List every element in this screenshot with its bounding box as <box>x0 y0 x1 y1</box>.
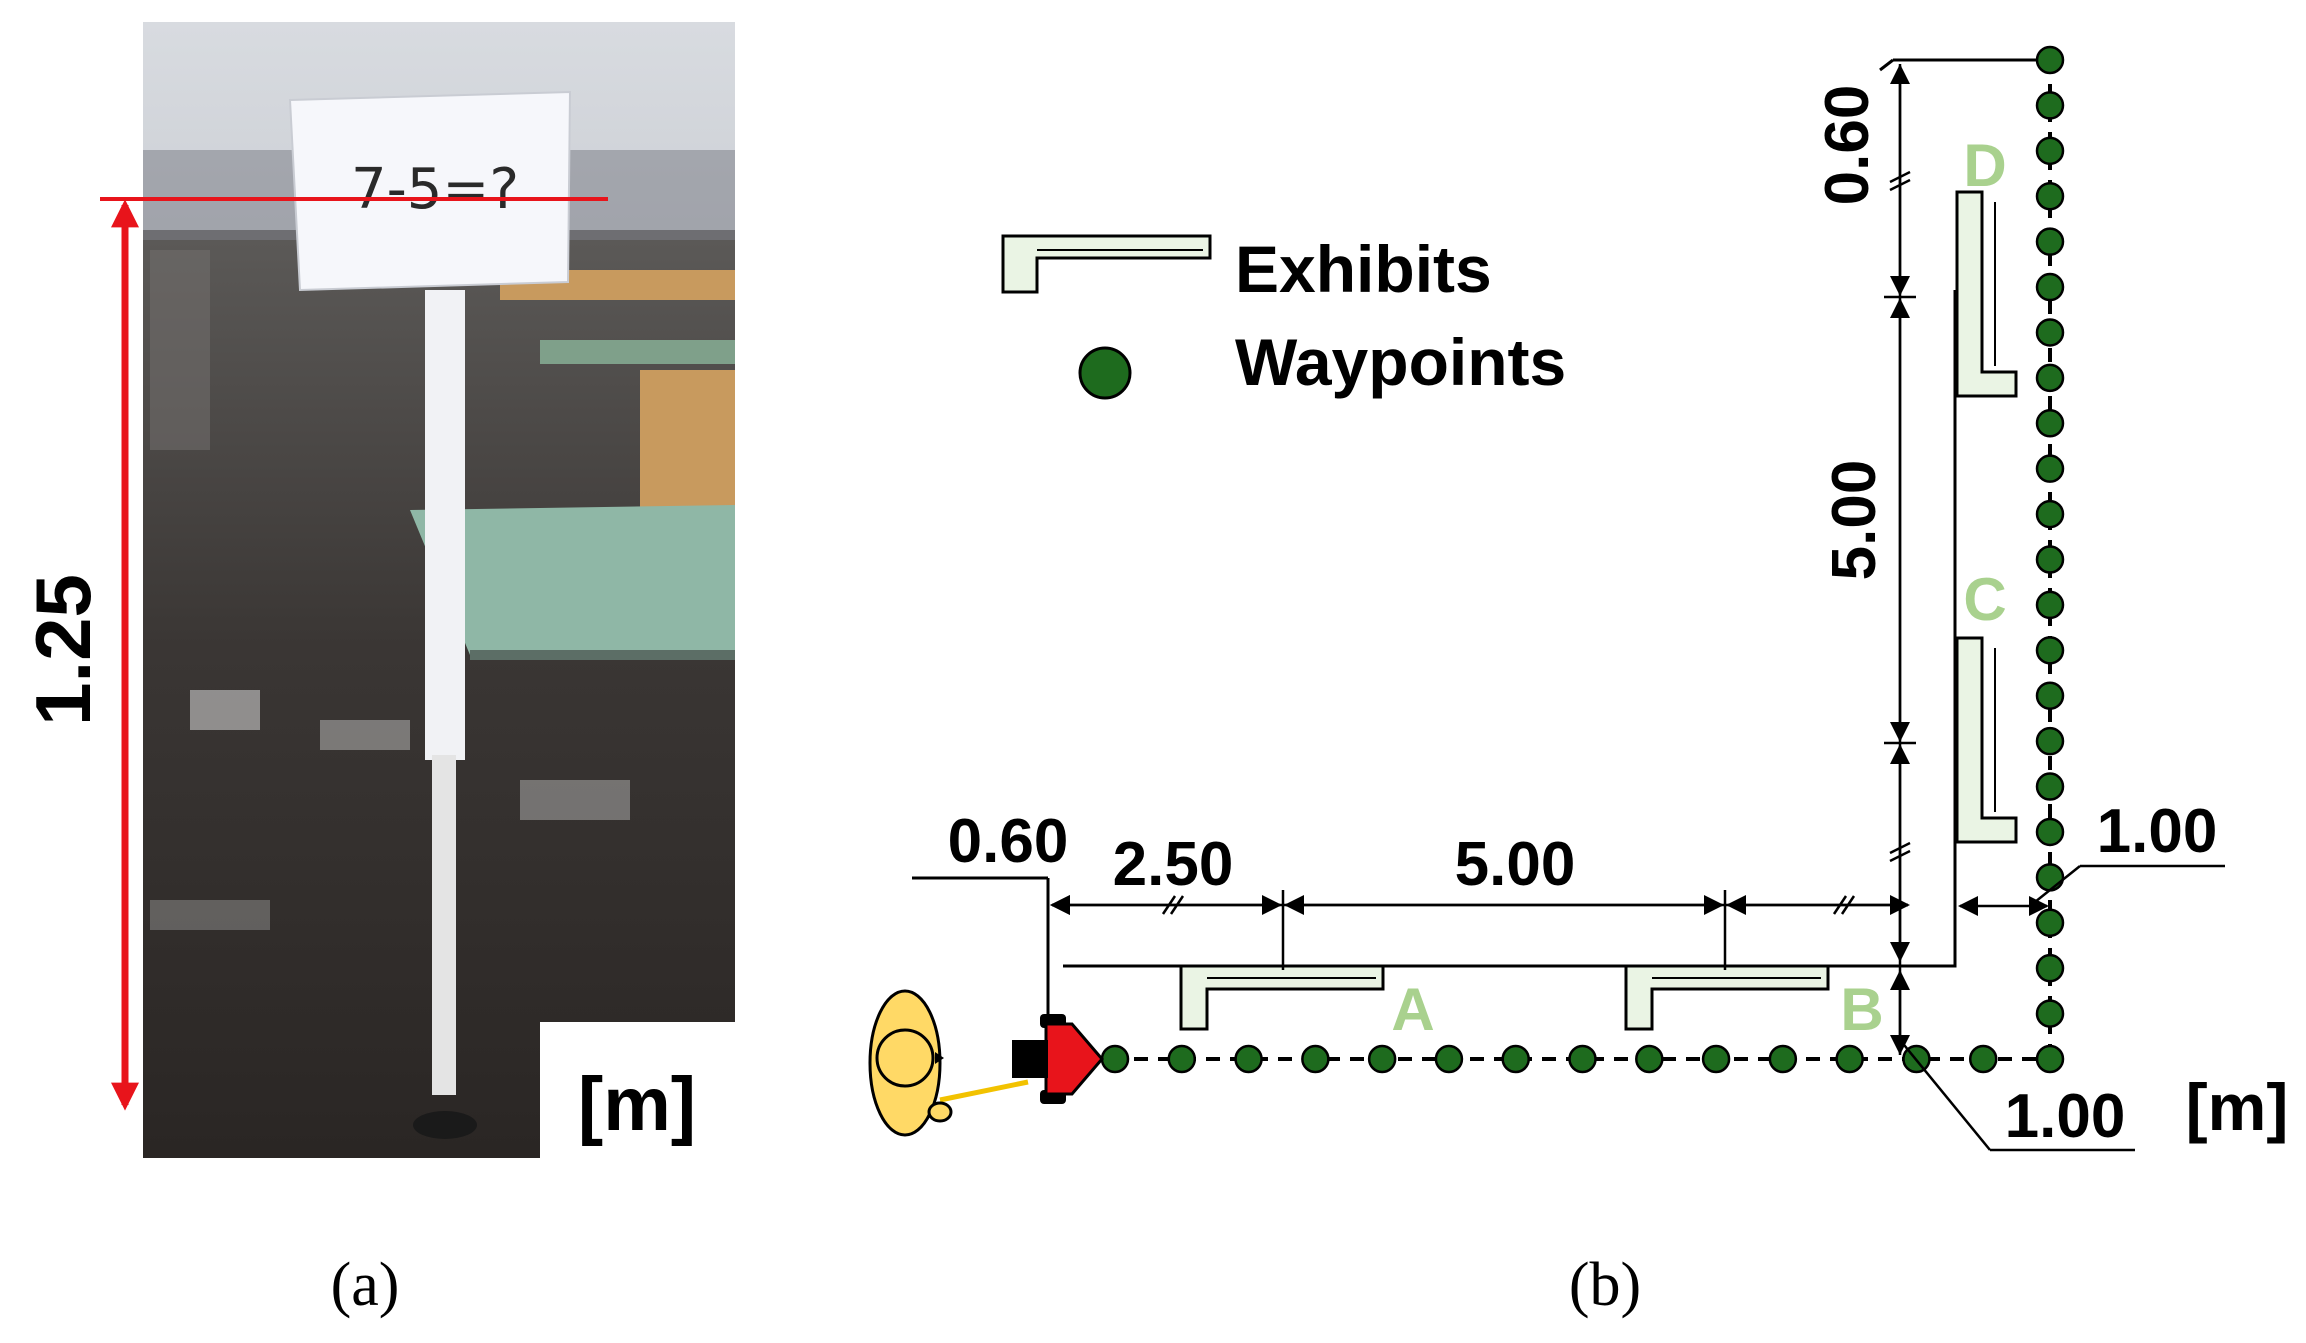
waypoint-right <box>2035 590 2065 620</box>
waypoint-bottom <box>2035 1044 2065 1074</box>
waypoint-right <box>2035 227 2065 256</box>
waypoint-right <box>2035 636 2065 665</box>
waypoint-bottom <box>1501 1044 1530 1074</box>
waypoint-right <box>2035 953 2065 983</box>
waypoint-right <box>2035 318 2065 347</box>
waypoint-bottom <box>1367 1044 1397 1074</box>
dim-side-gap-lines <box>1958 864 2225 916</box>
waypoint-right <box>2035 272 2065 302</box>
unit-box-a <box>540 1022 735 1158</box>
panel-b: Exhibits Waypoints A B C <box>868 45 2289 1319</box>
dim-bottom-gap: 1.00 <box>2005 1082 2126 1151</box>
waypoint-bottom <box>1301 1044 1330 1074</box>
waypoint-bottom <box>1100 1044 1130 1074</box>
waypoint-right <box>2035 545 2065 574</box>
dim-seg-1: 2.50 <box>1113 830 1234 899</box>
legend-waypoint-icon <box>1078 346 1132 400</box>
dim-vertical-seg: 5.00 <box>1820 460 1889 581</box>
waypoint-bottom <box>1434 1044 1464 1074</box>
waypoint-right <box>2035 999 2065 1028</box>
legend-exhibits-label: Exhibits <box>1235 232 1492 306</box>
panel-a: 7-5=? [m] 1.25 (a) <box>19 22 735 1319</box>
exhibit-b: B <box>1624 964 1884 1043</box>
waypoint-bottom <box>1167 1044 1197 1074</box>
height-label: 1.25 <box>19 574 107 726</box>
caption-a: (a) <box>331 1251 400 1319</box>
waypoint-right <box>2035 817 2065 847</box>
waypoint-bottom <box>1568 1044 1597 1074</box>
dimensions-horizontal <box>1050 890 1910 970</box>
dim-offset-left: 0.60 <box>948 807 1069 876</box>
dim-offset-top: 0.60 <box>1813 85 1882 206</box>
caption-b: (b) <box>1569 1251 1641 1319</box>
waypoint-right <box>2035 772 2065 801</box>
waypoint-right <box>2035 409 2065 438</box>
waypoint-right <box>2035 908 2065 938</box>
exhibit-c-label: C <box>1963 566 2006 633</box>
waypoint-right <box>2035 181 2065 211</box>
exhibit-c: C <box>1955 566 2018 844</box>
exhibit-d: D <box>1955 132 2018 398</box>
legend-exhibit-icon <box>1001 234 1212 294</box>
waypoints <box>1100 45 2065 1074</box>
person-icon <box>868 989 1029 1137</box>
waypoint-bottom <box>1768 1044 1798 1074</box>
dim-seg-2: 5.00 <box>1455 830 1576 899</box>
dim-side-gap: 1.00 <box>2097 797 2218 866</box>
exhibit-a-label: A <box>1391 976 1434 1043</box>
robot-icon <box>1012 1014 1104 1104</box>
legend-waypoints-label: Waypoints <box>1235 325 1566 399</box>
photo: 7-5=? [m] <box>100 22 735 1158</box>
waypoint-right <box>2035 363 2065 393</box>
exhibit-b-label: B <box>1840 976 1883 1043</box>
waypoint-right <box>2035 45 2065 75</box>
waypoint-right <box>2035 454 2065 483</box>
waypoint-right <box>2035 499 2065 529</box>
unit-label-a: [m] <box>578 1062 696 1147</box>
dim-bottom-gap-lines <box>1899 1039 2135 1152</box>
exhibit-d-label: D <box>1963 132 2006 199</box>
legend: Exhibits Waypoints <box>1001 232 1566 400</box>
waypoint-bottom <box>1701 1044 1731 1074</box>
waypoint-right <box>2035 136 2065 166</box>
waypoint-right <box>2035 863 2065 892</box>
waypoint-bottom <box>1635 1044 1664 1074</box>
dimensions-vertical <box>1884 64 1916 1055</box>
waypoint-bottom <box>1968 1044 1998 1074</box>
exhibit-a: A <box>1179 964 1435 1043</box>
waypoint-right <box>2035 681 2065 710</box>
waypoint-bottom <box>1234 1044 1263 1074</box>
waypoint-right <box>2035 726 2065 756</box>
waypoint-bottom <box>1835 1044 1864 1074</box>
waypoint-right <box>2035 91 2065 120</box>
unit-label-b: [m] <box>2186 1070 2289 1144</box>
sign-text: 7-5=? <box>351 157 519 222</box>
